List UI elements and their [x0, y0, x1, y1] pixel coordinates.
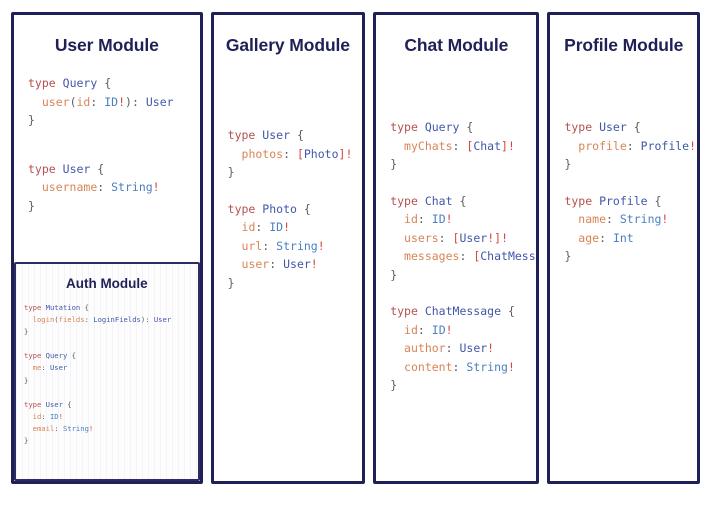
- schema-code-chat-message: type ChatMessage { id: ID! author: User!…: [390, 304, 515, 392]
- module-title-user: User Module: [54, 35, 159, 55]
- module-title-chat: Chat Module: [404, 35, 509, 55]
- schema-code-user-query: type Query { user(id: ID!): User }: [28, 76, 174, 127]
- module-card-chat[interactable]: Chat Module type Query { myChats: [Chat]…: [373, 12, 540, 484]
- schema-code-profile-user: type User { profile: Profile! }: [564, 120, 697, 171]
- module-title-auth: Auth Module: [65, 276, 148, 291]
- schema-code-chat-chat: type Chat { id: ID! users: [User!]! mess…: [390, 193, 536, 282]
- schema-code-user-type: type User { username: String! }: [28, 161, 160, 213]
- module-card-gallery[interactable]: Gallery Module type User { photos: [Phot…: [210, 12, 366, 484]
- module-card-user[interactable]: User Module type Query { user(id: ID!): …: [11, 12, 203, 484]
- schema-code-profile-profile: type Profile { name: String! age: Int }: [564, 193, 669, 264]
- schema-code-auth: type Mutation { login(fields: LoginField…: [24, 303, 172, 446]
- module-title-profile: Profile Module: [564, 35, 684, 55]
- module-title-gallery: Gallery Module: [225, 35, 350, 55]
- module-card-auth[interactable]: Auth Module type Mutation { login(fields…: [14, 262, 200, 481]
- module-card-profile[interactable]: Profile Module type User { profile: Prof…: [547, 12, 700, 484]
- schema-code-gallery-photo: type Photo { id: ID! url: String! user: …: [227, 201, 325, 290]
- schema-code-gallery-user: type User { photos: [Photo]! }: [227, 128, 353, 179]
- schema-code-chat-query: type Query { myChats: [Chat]! }: [390, 120, 515, 171]
